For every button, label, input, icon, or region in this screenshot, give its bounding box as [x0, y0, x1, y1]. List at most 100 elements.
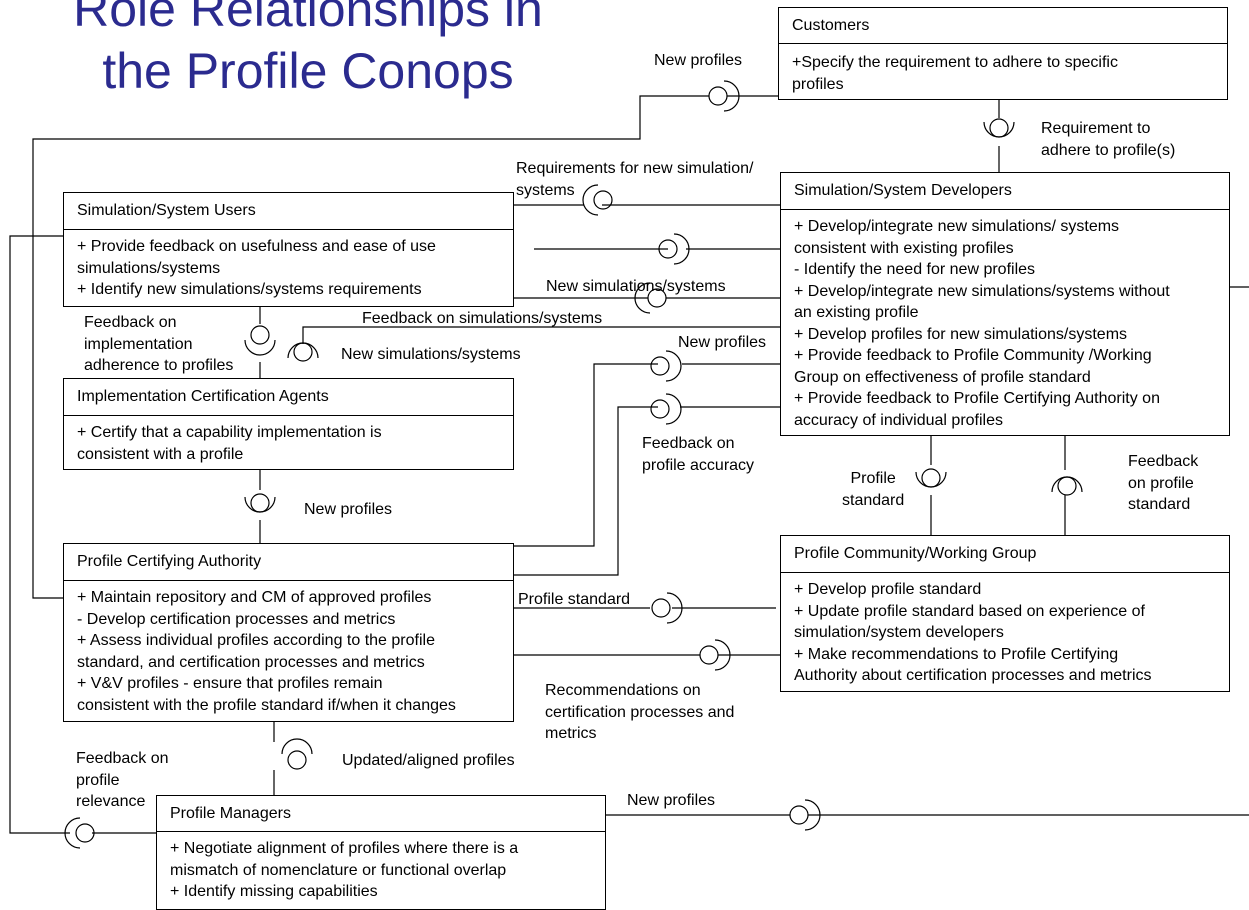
socket-icon — [281, 738, 313, 770]
managers-title: Profile Managers — [157, 796, 605, 832]
community-line: + Update profile standard based on exper… — [794, 602, 1145, 620]
socket-icon — [582, 184, 613, 216]
customers-title: Customers — [779, 8, 1227, 44]
socket-icon — [650, 350, 682, 382]
users-line: simulations/systems — [77, 259, 221, 277]
agents-box: Implementation Certification Agents + Ce… — [63, 378, 514, 470]
socket-icon — [634, 282, 667, 314]
socket-icon — [708, 80, 740, 112]
title-line-1: Role Relationships in — [73, 0, 543, 37]
interface-symbols — [64, 80, 1083, 849]
developers-line: an existing profile — [794, 304, 919, 321]
title-line-2: the Profile Conops — [102, 43, 514, 99]
developers-line: accuracy of individual profiles — [794, 411, 1003, 429]
authority-body: + Maintain repository and CM of approved… — [64, 581, 513, 716]
authority-line: + Assess individual profiles according t… — [77, 632, 435, 649]
label-line: implementation — [84, 335, 193, 353]
agents-body: + Certify that a capability implementati… — [64, 416, 513, 465]
label-feedback-profile-accuracy: Feedback on profile accuracy — [642, 433, 754, 476]
socket-icon — [1051, 476, 1083, 496]
developers-line: + Develop/integrate new simulations/ sys… — [794, 218, 1120, 235]
label-new-profiles-agents: New profiles — [304, 501, 393, 518]
authority-line: + Maintain repository and CM of approved… — [77, 589, 432, 606]
community-body: + Develop profile standard + Update prof… — [781, 573, 1229, 687]
label-recommendations: Recommendations on certification process… — [545, 680, 734, 745]
developers-body: + Develop/integrate new simulations/ sys… — [781, 210, 1229, 431]
label-new-profiles-mid: New profiles — [678, 334, 767, 351]
line-left-rail-managers — [9, 235, 156, 834]
community-line: Authority about certification processes … — [794, 667, 1152, 684]
managers-line: + Negotiate alignment of profiles where … — [170, 840, 519, 857]
socket-icon — [699, 639, 731, 671]
socket-icon — [658, 233, 690, 265]
label-feedback-profile-relevance: Feedback on profile relevance — [76, 748, 169, 813]
label-line: profile — [76, 771, 120, 789]
label-line: Profile — [850, 470, 896, 487]
managers-line: mismatch of nomenclature or functional o… — [170, 861, 507, 879]
managers-body: + Negotiate alignment of profiles where … — [157, 832, 605, 903]
developers-line: Group on effectiveness of profile standa… — [794, 368, 1091, 386]
label-line: on profile — [1128, 474, 1194, 492]
customers-box: Customers +Specify the requirement to ad… — [778, 7, 1228, 100]
developers-line: + Develop profiles for new simulations/s… — [794, 325, 1128, 343]
authority-box: Profile Certifying Authority + Maintain … — [63, 543, 514, 722]
socket-icon — [650, 393, 682, 425]
label-line: systems — [516, 181, 575, 199]
users-line: + Identify new simulations/systems requi… — [77, 281, 422, 298]
users-body: + Provide feedback on usefulness and eas… — [64, 230, 513, 301]
socket-icon — [915, 468, 947, 488]
label-profile-standard-vertical: Profile standard — [842, 468, 904, 511]
socket-icon — [983, 118, 1015, 138]
users-box: Simulation/System Users + Provide feedba… — [63, 192, 514, 307]
label-new-simulations-systems-2: New simulations/systems — [341, 346, 521, 363]
authority-line: + V&V profiles - ensure that profiles re… — [77, 675, 383, 692]
line-feedback-accuracy — [514, 406, 780, 576]
label-feedback-implementation: Feedback on implementation adherence to … — [84, 312, 233, 377]
label-requirements-new-sim: Requirements for new simulation/ systems — [516, 158, 753, 201]
authority-title: Profile Certifying Authority — [64, 544, 513, 581]
socket-icon — [244, 493, 276, 513]
label-line: standard — [1128, 496, 1191, 513]
connector-lines — [9, 95, 1249, 834]
agents-title: Implementation Certification Agents — [64, 379, 513, 416]
label-line: Requirements for new simulation/ — [516, 160, 754, 177]
community-line: + Develop profile standard — [794, 581, 982, 598]
label-line: Feedback on — [76, 750, 169, 767]
developers-line: + Develop/integrate new simulations/syst… — [794, 282, 1170, 300]
line-feedback-sims — [302, 326, 780, 344]
label-new-profiles-bottom: New profiles — [627, 792, 716, 809]
customers-line: profiles — [792, 75, 844, 93]
community-line: + Make recommendations to Profile Certif… — [794, 645, 1119, 663]
line-new-profiles-mid — [514, 363, 780, 547]
label-line: Feedback — [1128, 453, 1199, 470]
socket-icon — [64, 817, 95, 849]
label-line: certification processes and — [545, 703, 735, 721]
community-box: Profile Community/Working Group + Develo… — [780, 535, 1230, 692]
customers-line: +Specify the requirement to adhere to sp… — [792, 54, 1118, 71]
users-title: Simulation/System Users — [64, 193, 513, 230]
label-line: Requirement to — [1041, 120, 1151, 137]
label-updated-aligned-profiles: Updated/aligned profiles — [342, 752, 515, 769]
socket-icon — [244, 325, 276, 356]
developers-line: consistent with existing profiles — [794, 239, 1014, 257]
authority-line: consistent with the profile standard if/… — [77, 696, 456, 714]
developers-box: Simulation/System Developers + Develop/i… — [780, 172, 1230, 436]
managers-box: Profile Managers + Negotiate alignment o… — [156, 795, 606, 910]
agents-line: consistent with a profile — [77, 445, 244, 463]
developers-line: + Provide feedback to Profile Certifying… — [794, 390, 1160, 407]
socket-icon — [789, 799, 821, 831]
label-line: Recommendations on — [545, 682, 701, 699]
community-title: Profile Community/Working Group — [781, 536, 1229, 573]
label-line: adhere to profile(s) — [1041, 141, 1176, 159]
label-new-simulations-systems: New simulations/systems — [546, 278, 726, 295]
label-profile-standard: Profile standard — [518, 591, 631, 608]
customers-body: +Specify the requirement to adhere to sp… — [779, 44, 1227, 95]
socket-icon — [651, 592, 683, 624]
users-line: + Provide feedback on usefulness and eas… — [77, 238, 436, 255]
authority-line: standard, and certification processes an… — [77, 653, 425, 671]
label-feedback-profile-standard: Feedback on profile standard — [1128, 451, 1198, 516]
label-requirement-adhere: Requirement to adhere to profile(s) — [1041, 118, 1175, 161]
page-title: Role Relationships in the Profile Conops — [38, 0, 578, 102]
label-line: adherence to profiles — [84, 357, 234, 374]
